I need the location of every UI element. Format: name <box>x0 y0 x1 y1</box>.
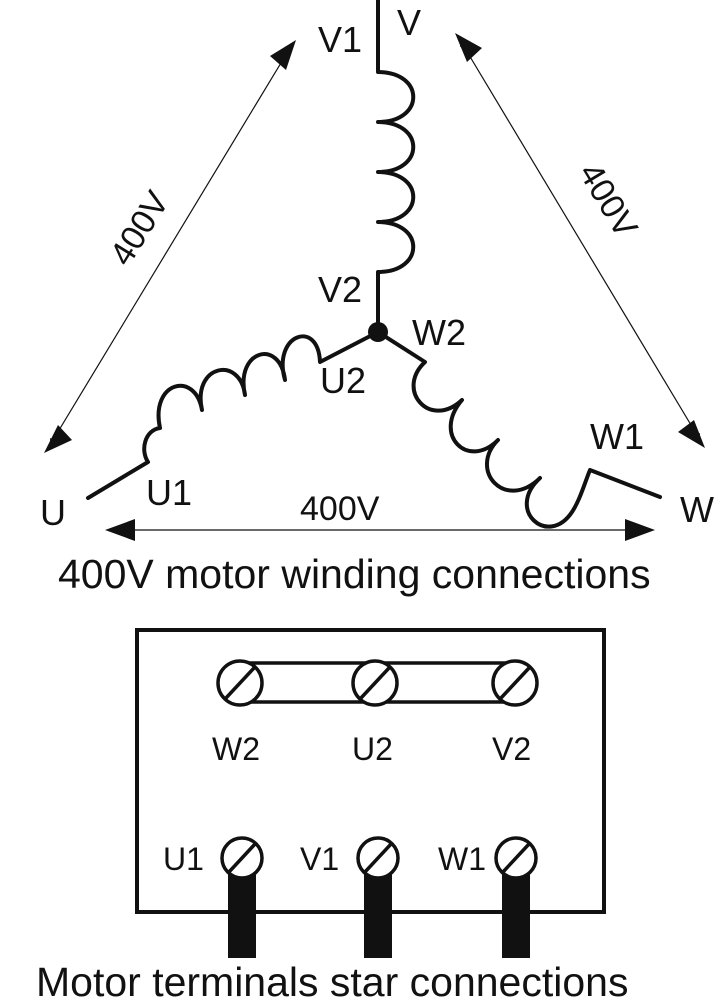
terminal-label-v1: V1 <box>300 841 339 877</box>
label-u-terminal: U <box>40 492 66 533</box>
voltage-arrow-right <box>459 39 701 441</box>
stud-u1 <box>220 836 264 880</box>
voltage-label-left: 400V <box>103 184 177 272</box>
voltage-label-bottom: 400V <box>300 490 380 528</box>
winding-u <box>86 330 380 500</box>
stud-v2 <box>491 659 539 707</box>
terminal-caption: Motor terminals star connections <box>36 959 628 1003</box>
arrowhead-left-bottom <box>44 425 72 453</box>
label-v1: V1 <box>318 19 362 60</box>
stud-w2 <box>216 659 264 707</box>
terminal-label-v2: V2 <box>492 731 531 767</box>
link-bar-left <box>238 661 377 704</box>
voltage-label-right: 400V <box>571 157 645 245</box>
label-w-terminal: W <box>680 489 714 530</box>
label-u1: U1 <box>146 472 192 513</box>
label-v2: V2 <box>318 269 362 310</box>
arrowhead-bottom-right <box>625 519 655 541</box>
label-w2: W2 <box>412 312 466 353</box>
stud-v1 <box>356 836 400 880</box>
arrowhead-bottom-left <box>105 519 135 541</box>
terminal-label-u1: U1 <box>163 841 204 877</box>
winding-caption: 400V motor winding connections <box>58 551 651 597</box>
winding-w <box>376 330 662 529</box>
terminal-label-w1: W1 <box>438 841 486 877</box>
arrowhead-right-top <box>455 33 482 62</box>
stud-w1 <box>494 836 538 880</box>
link-bar-right <box>373 661 517 704</box>
label-u2: U2 <box>320 360 366 401</box>
cable-v1 <box>364 870 392 958</box>
stud-u2 <box>351 659 399 707</box>
arrowhead-left-top <box>270 40 296 70</box>
terminal-label-u2: U2 <box>352 731 393 767</box>
arrowhead-right-bottom <box>678 420 705 448</box>
winding-v <box>376 0 416 334</box>
cable-u1 <box>228 870 256 958</box>
label-v-terminal: V <box>397 2 421 43</box>
label-w1: W1 <box>590 416 644 457</box>
star-point <box>368 322 388 342</box>
voltage-arrow-left <box>49 47 291 446</box>
cable-w1 <box>502 870 530 958</box>
terminal-label-w2: W2 <box>212 731 260 767</box>
